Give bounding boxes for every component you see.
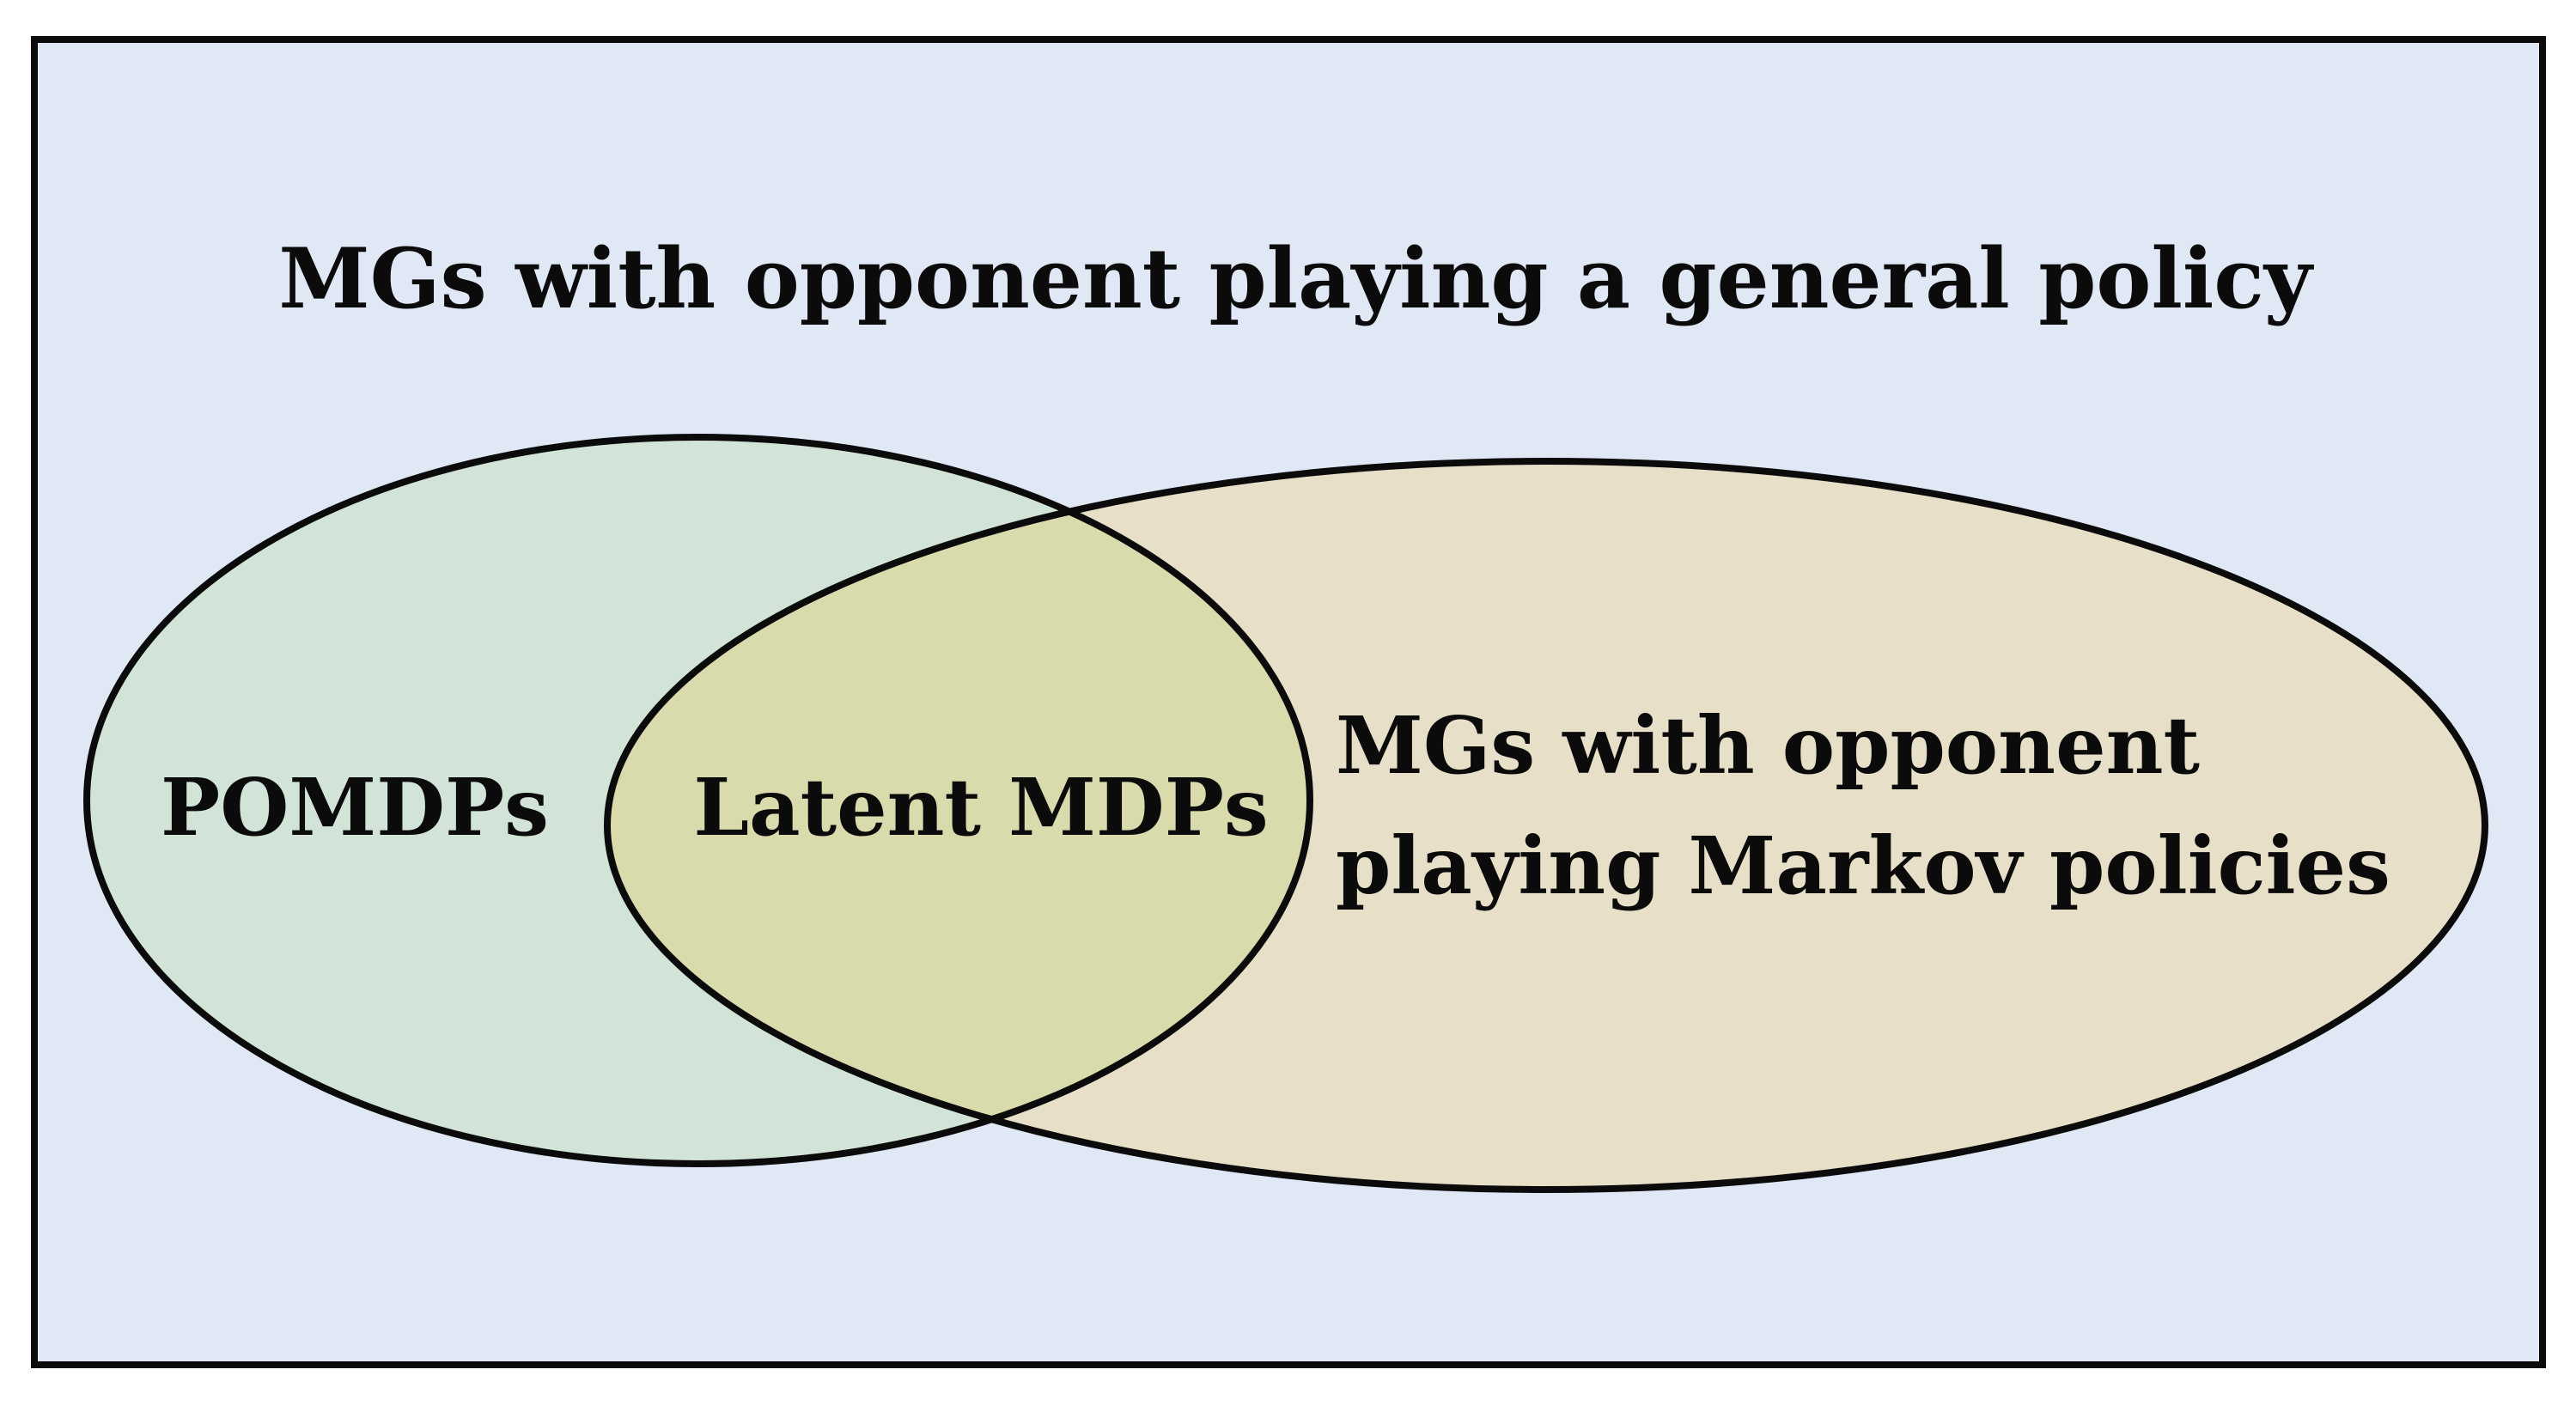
intersection-region [607, 461, 1310, 1164]
latent-mdps-label: Latent MDPs [693, 761, 1268, 854]
outer-set-label: MGs with opponent playing a general poli… [278, 230, 2314, 327]
markov-policies-label-line-2: playing Markov policies [1336, 819, 2390, 912]
pomdps-label: POMDPs [161, 761, 549, 854]
pomdps-ellipse-outline [83, 434, 1313, 1167]
markov-policies-ellipse-outline [604, 458, 2488, 1193]
markov-policies-label-line-1: MGs with opponent [1336, 699, 2200, 792]
